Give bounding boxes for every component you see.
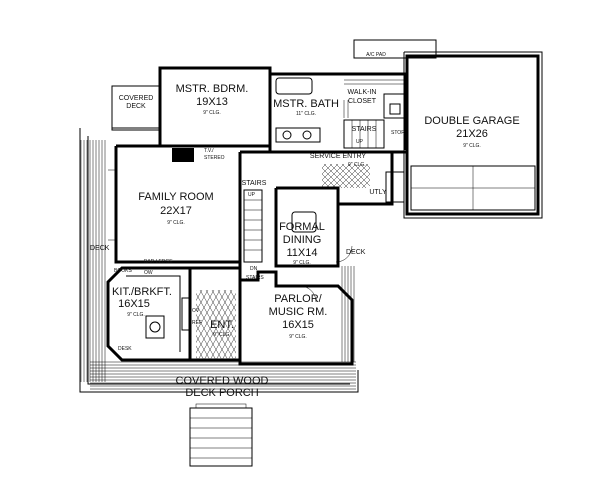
ref-label: REF: [192, 320, 202, 326]
bar-ledge-label: BAR LEDGE: [144, 259, 173, 265]
ent-name: ENT.: [210, 319, 234, 331]
service-entry-label: SERVICE ENTRY: [310, 153, 366, 160]
dining-size: 11X14: [287, 247, 318, 259]
garage-name: DOUBLE GARAGE: [424, 115, 519, 127]
service-clg: 9" CLG.: [348, 162, 366, 168]
house-walls: [106, 66, 408, 366]
front-steps: [189, 403, 253, 467]
parlor-clg: 9" CLG.: [289, 334, 307, 340]
kit-brkft-name: KIT./BRKFT.: [112, 286, 172, 298]
books-label: BOOKS: [114, 268, 132, 274]
service-tile: [322, 164, 370, 188]
dining-name: FORMAL: [279, 221, 325, 233]
parlor-name: PARLOR/: [274, 293, 322, 305]
ov-label: OV: [192, 308, 200, 314]
utly-label: UTLY: [369, 189, 387, 196]
covered-porch-label-2: DECK PORCH: [185, 387, 258, 399]
walk-in-label: WALK-IN: [348, 89, 377, 96]
ac-pad-label: A/C PAD: [366, 52, 386, 58]
stor-label: STOR: [391, 130, 405, 136]
stairs-up-label: UP: [356, 139, 364, 145]
ent-clg: 9" CLG.: [213, 332, 231, 338]
ow-label: OW: [144, 270, 153, 276]
room-labels: MSTR. BDRM. 19X13 9" CLG. COVERED DECK M…: [90, 52, 520, 399]
mstr-bath-clg: 11" CLG.: [296, 111, 316, 117]
deck-right-label: DECK: [346, 249, 366, 256]
family-room-name: FAMILY ROOM: [138, 191, 213, 203]
garage-clg: 9" CLG.: [463, 143, 481, 149]
stairs-mid-label: STAIRS: [242, 180, 267, 187]
parlor-name-2: MUSIC RM.: [269, 306, 328, 318]
covered-deck-label-2: DECK: [126, 103, 146, 110]
mstr-bdrm-name: MSTR. BDRM.: [176, 83, 249, 95]
stairs-low-label: STAIRS: [246, 275, 264, 281]
tv-label: T.V./: [204, 148, 214, 154]
dn-label: DN: [250, 266, 258, 272]
kit-brkft-size: 16X15: [118, 298, 150, 310]
entry-tile: [196, 290, 236, 360]
family-room-clg: 9" CLG.: [167, 220, 185, 226]
closet-label: CLOSET: [348, 98, 377, 105]
parlor-size: 16X15: [282, 319, 314, 331]
dining-name-2: DINING: [283, 234, 322, 246]
dining-clg: 9" CLG.: [293, 260, 311, 266]
mstr-bdrm-size: 19X13: [196, 96, 228, 108]
covered-porch-label: COVERED WOOD: [176, 375, 269, 387]
stairs-mid-up: UP: [248, 192, 256, 198]
desk-label: DESK: [118, 346, 132, 352]
covered-porch-hatching: [79, 128, 359, 393]
stereo-label: STEREO: [204, 155, 225, 161]
covered-deck-label: COVERED: [119, 95, 154, 102]
mstr-bath-name: MSTR. BATH: [273, 98, 339, 110]
kit-brkft-clg: 9" CLG.: [127, 312, 145, 318]
mstr-bdrm-clg: 9" CLG.: [203, 110, 221, 116]
deck-left-label: DECK: [90, 245, 110, 252]
family-room-size: 22X17: [160, 205, 192, 217]
stairs-top-label: STAIRS: [352, 126, 377, 133]
fixtures: [108, 77, 405, 360]
garage-size: 21X26: [456, 128, 488, 140]
